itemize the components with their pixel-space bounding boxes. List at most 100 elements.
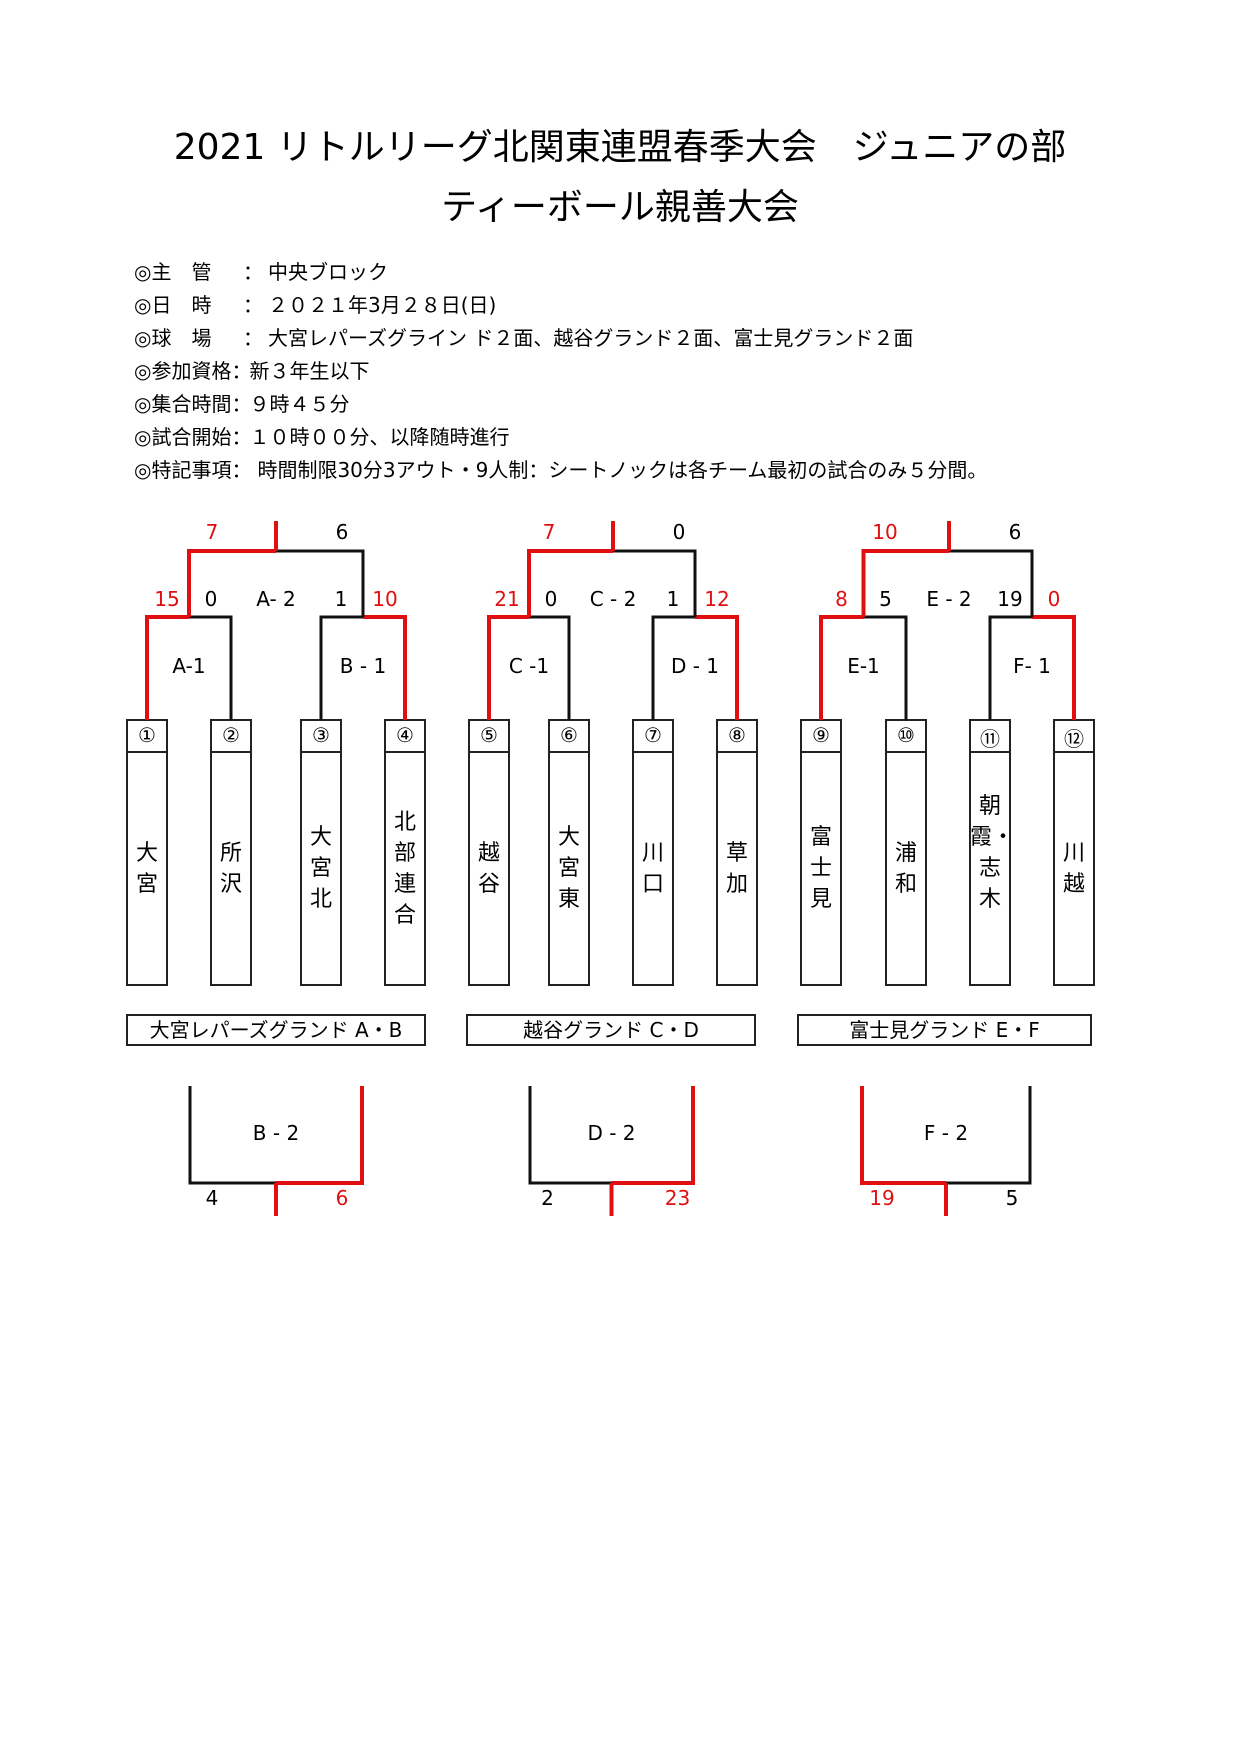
- bracket-line: [988, 615, 1032, 720]
- info-row: ◎主 管：中央ブロック: [134, 256, 388, 285]
- match-label: E-1: [847, 654, 880, 678]
- info-sep: ：: [243, 293, 263, 317]
- winner-line: [527, 549, 613, 617]
- team-name: 大宮北: [309, 825, 332, 912]
- team-number: ①: [138, 723, 156, 747]
- team-name: 朝霞・志木: [970, 794, 1015, 912]
- winner-line: [695, 615, 739, 720]
- score: 6: [335, 520, 349, 544]
- winner-line: [363, 615, 407, 720]
- venue-box-c-d: 越谷グランド C・D: [466, 1014, 756, 1046]
- team-number: ⑩: [897, 723, 915, 747]
- score: 21: [494, 587, 520, 611]
- team-name-box: [969, 751, 1011, 986]
- team-name-box: [210, 751, 252, 986]
- team-name: 川口: [641, 840, 664, 897]
- info-value: 新３年生以下: [249, 359, 370, 383]
- info-row: ◎日 時 ：２０２１年3月２８日(日): [134, 289, 496, 318]
- team-name-box: [126, 751, 168, 986]
- info-value: ２０２１年3月２８日(日): [268, 293, 497, 317]
- match-label: B - 2: [252, 1121, 300, 1145]
- info-value: 大宮レパーズグライン ド２面、越谷グランド２面、富士見グランド２面: [268, 326, 914, 350]
- score: 1: [334, 587, 348, 611]
- match-label: B - 1: [339, 654, 387, 678]
- score: 7: [542, 520, 556, 544]
- bracket-line: [529, 615, 571, 720]
- score: 0: [1047, 587, 1061, 611]
- info-row: ◎参加資格：新３年生以下: [134, 355, 369, 384]
- match-label: D - 2: [587, 1121, 636, 1145]
- team-name: 所沢: [219, 840, 242, 897]
- score: 1: [666, 587, 680, 611]
- team-number: ⑪: [980, 727, 1000, 751]
- team-name-box: [384, 751, 426, 986]
- team-name: 富士見: [809, 825, 832, 912]
- winner-line: [1032, 615, 1076, 720]
- score: 6: [335, 1186, 349, 1210]
- score: 12: [704, 587, 730, 611]
- score: 10: [372, 587, 398, 611]
- info-label: ◎特記事項: [134, 458, 232, 482]
- info-row: ◎集合時間：９時４５分: [134, 388, 349, 417]
- info-label: ◎参加資格: [134, 359, 232, 383]
- team-number: ③: [312, 723, 330, 747]
- info-value: 中央ブロック: [268, 260, 388, 284]
- team-name-box: [885, 751, 927, 986]
- bracket-line: [189, 615, 233, 720]
- info-label: ◎試合開始: [134, 425, 232, 449]
- score: 0: [672, 520, 686, 544]
- info-sep: ：: [231, 392, 252, 416]
- match-label: E - 2: [926, 587, 972, 611]
- info-label: ◎球 場: [134, 326, 212, 350]
- info-value: 時間制限30分3アウト・9人制：シートノックは各チーム最初の試合のみ５分間。: [257, 458, 988, 482]
- winner-line: [819, 615, 864, 720]
- match-label: D - 1: [670, 654, 720, 678]
- team-name-box: [1053, 751, 1095, 986]
- team-name-box: [800, 751, 842, 986]
- winner-line: [860, 1086, 946, 1185]
- team-number: ⑧: [728, 723, 746, 747]
- team-name-box: [468, 751, 510, 986]
- info-value: ９時４５分: [249, 392, 350, 416]
- score: 6: [1008, 520, 1022, 544]
- match-label: A-1: [172, 654, 206, 678]
- team-number: ④: [396, 723, 414, 747]
- score: 19: [869, 1186, 895, 1210]
- score: 15: [154, 587, 180, 611]
- match-label: F- 1: [1013, 654, 1051, 678]
- info-label: ◎日 時: [134, 293, 212, 317]
- match-label: C - 2: [589, 587, 637, 611]
- winner-line: [145, 615, 189, 720]
- team-name: 大宮東: [557, 825, 580, 912]
- bracket-line: [528, 1086, 612, 1185]
- info-value: １０時００分、以降随時進行: [249, 425, 510, 449]
- winner-line: [276, 1086, 364, 1185]
- info-sep: ：: [231, 458, 252, 482]
- bracket-line: [188, 1086, 276, 1185]
- team-number: ⑤: [480, 723, 498, 747]
- team-name-box: [548, 751, 590, 986]
- title-line-1: 2021 リトルリーグ北関東連盟春季大会 ジュニアの部: [173, 127, 1067, 168]
- team-name: 越谷: [477, 840, 500, 897]
- score: 19: [997, 587, 1023, 611]
- score: 4: [205, 1186, 219, 1210]
- winner-line: [611, 1086, 695, 1185]
- team-number: ⑫: [1064, 727, 1084, 751]
- info-label: ◎主 管: [134, 260, 212, 284]
- info-row: ◎球 場：大宮レパーズグライン ド２面、越谷グランド２面、富士見グランド２面: [134, 322, 913, 351]
- winner-line: [187, 549, 276, 617]
- winner-line: [487, 615, 529, 720]
- bracket-line: [949, 549, 1034, 617]
- score: 2: [541, 1186, 554, 1210]
- bracket-line: [863, 615, 908, 720]
- match-label: C -1: [508, 654, 550, 678]
- score: 5: [879, 587, 892, 611]
- winner-line: [861, 549, 949, 617]
- team-name: 浦和: [894, 840, 917, 897]
- info-sep: ：: [231, 425, 252, 449]
- team-name: 北部連合: [393, 809, 416, 928]
- team-number: ⑥: [560, 723, 578, 747]
- team-name: 川越: [1062, 840, 1085, 897]
- bracket-line: [276, 549, 365, 617]
